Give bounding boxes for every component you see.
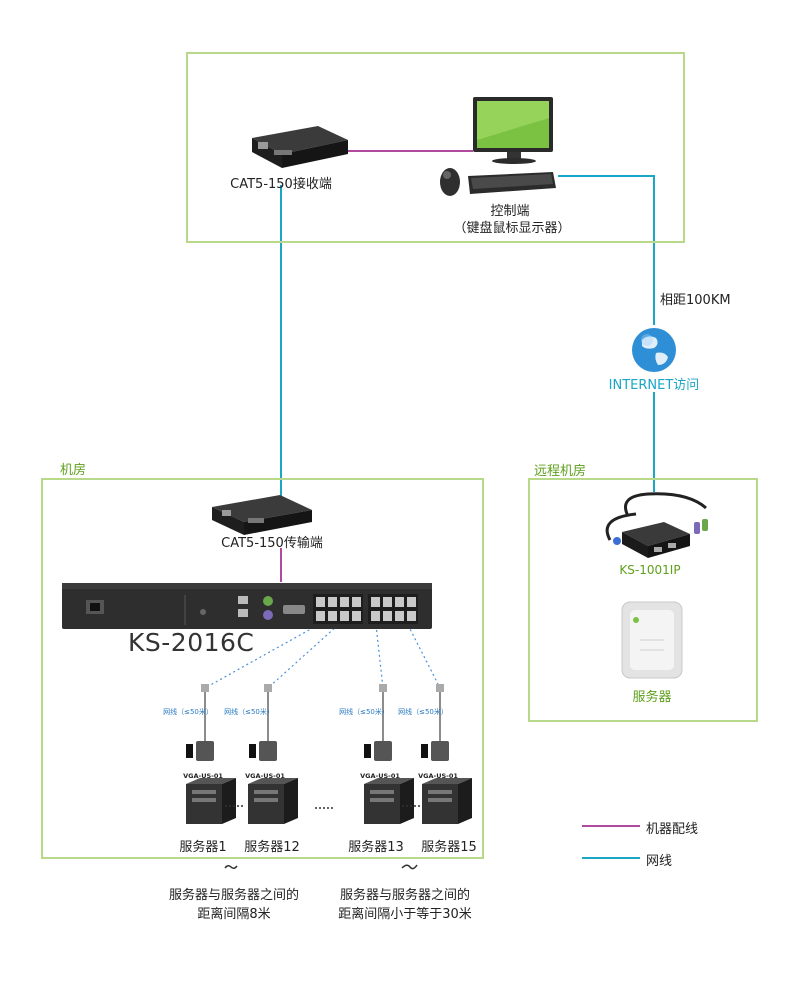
machine-room-box [41, 478, 484, 859]
mouse-icon [440, 168, 460, 196]
legend-line-machine-cable [582, 825, 640, 827]
keyboard-icon [468, 172, 556, 194]
cable-note-1: 网线（≤50米） [163, 708, 213, 716]
remote-room-title: 远程机房 [534, 464, 587, 479]
dotted-cable-13 [375, 624, 384, 689]
server-name-1: 服务器1 [179, 840, 227, 855]
server-stack-1-icon [186, 684, 236, 824]
adapter-label-15: VGA-US-01 [418, 772, 458, 780]
distance-label: 相距100KM [660, 293, 731, 308]
kvm-model-label: KS-2016C [128, 628, 255, 657]
adapter-label-1: VGA-US-01 [183, 772, 223, 780]
kvm-switch-icon [62, 583, 432, 629]
adapter-label-12: VGA-US-01 [245, 772, 285, 780]
legend-label-machine-cable: 机器配线 [646, 822, 699, 837]
remote-server-label: 服务器 [632, 690, 672, 705]
console-label: 控制端 [490, 204, 530, 219]
dotted-cable-15 [407, 624, 441, 689]
server-name-15: 服务器15 [421, 840, 477, 855]
dotted-cable-12 [267, 624, 339, 689]
network-line-console-internet [558, 175, 655, 325]
dotted-cable-1 [204, 624, 319, 689]
console-sublabel: （键盘鼠标显示器） [453, 221, 571, 236]
machine-room-title: 机房 [60, 463, 87, 478]
internet-label: INTERNET访问 [608, 378, 700, 393]
transmitter-label: CAT5-150传输端 [221, 536, 323, 551]
spacing-note-1-line1: 服务器与服务器之间的 [168, 888, 300, 903]
spacing-note-1-line2: 距离间隔8米 [197, 907, 271, 922]
control-room-box [186, 52, 685, 243]
legend-label-network: 网线 [646, 854, 673, 869]
receiver-device-icon [252, 126, 348, 168]
cable-note-15: 网线（≤50米） [398, 708, 448, 716]
remote-server-icon [621, 601, 683, 679]
spacing-note-2-line1: 服务器与服务器之间的 [339, 888, 471, 903]
brace-2 [401, 864, 418, 870]
transmitter-device-icon [212, 495, 312, 535]
server-name-13: 服务器13 [348, 840, 404, 855]
spacing-note-2-line2: 距离间隔小于等于30米 [338, 907, 472, 922]
brace-1 [224, 864, 238, 870]
receiver-label: CAT5-150接收端 [230, 177, 332, 192]
monitor-icon [473, 97, 553, 164]
server-stack-13-icon [364, 684, 414, 824]
cable-note-13: 网线（≤50米） [339, 708, 389, 716]
legend-line-network [582, 857, 640, 859]
ip-kvm-device-icon [605, 492, 708, 558]
ellipsis-dots [225, 805, 420, 809]
globe-icon [632, 328, 676, 372]
server-stack-15-icon [421, 684, 472, 824]
adapter-label-13: VGA-US-01 [360, 772, 400, 780]
ip-kvm-label: KS-1001IP [619, 563, 681, 577]
server-stack-12-icon [248, 684, 298, 824]
cable-note-12: 网线（≤50米） [224, 708, 274, 716]
server-name-12: 服务器12 [244, 840, 300, 855]
remote-room-box [528, 478, 758, 722]
